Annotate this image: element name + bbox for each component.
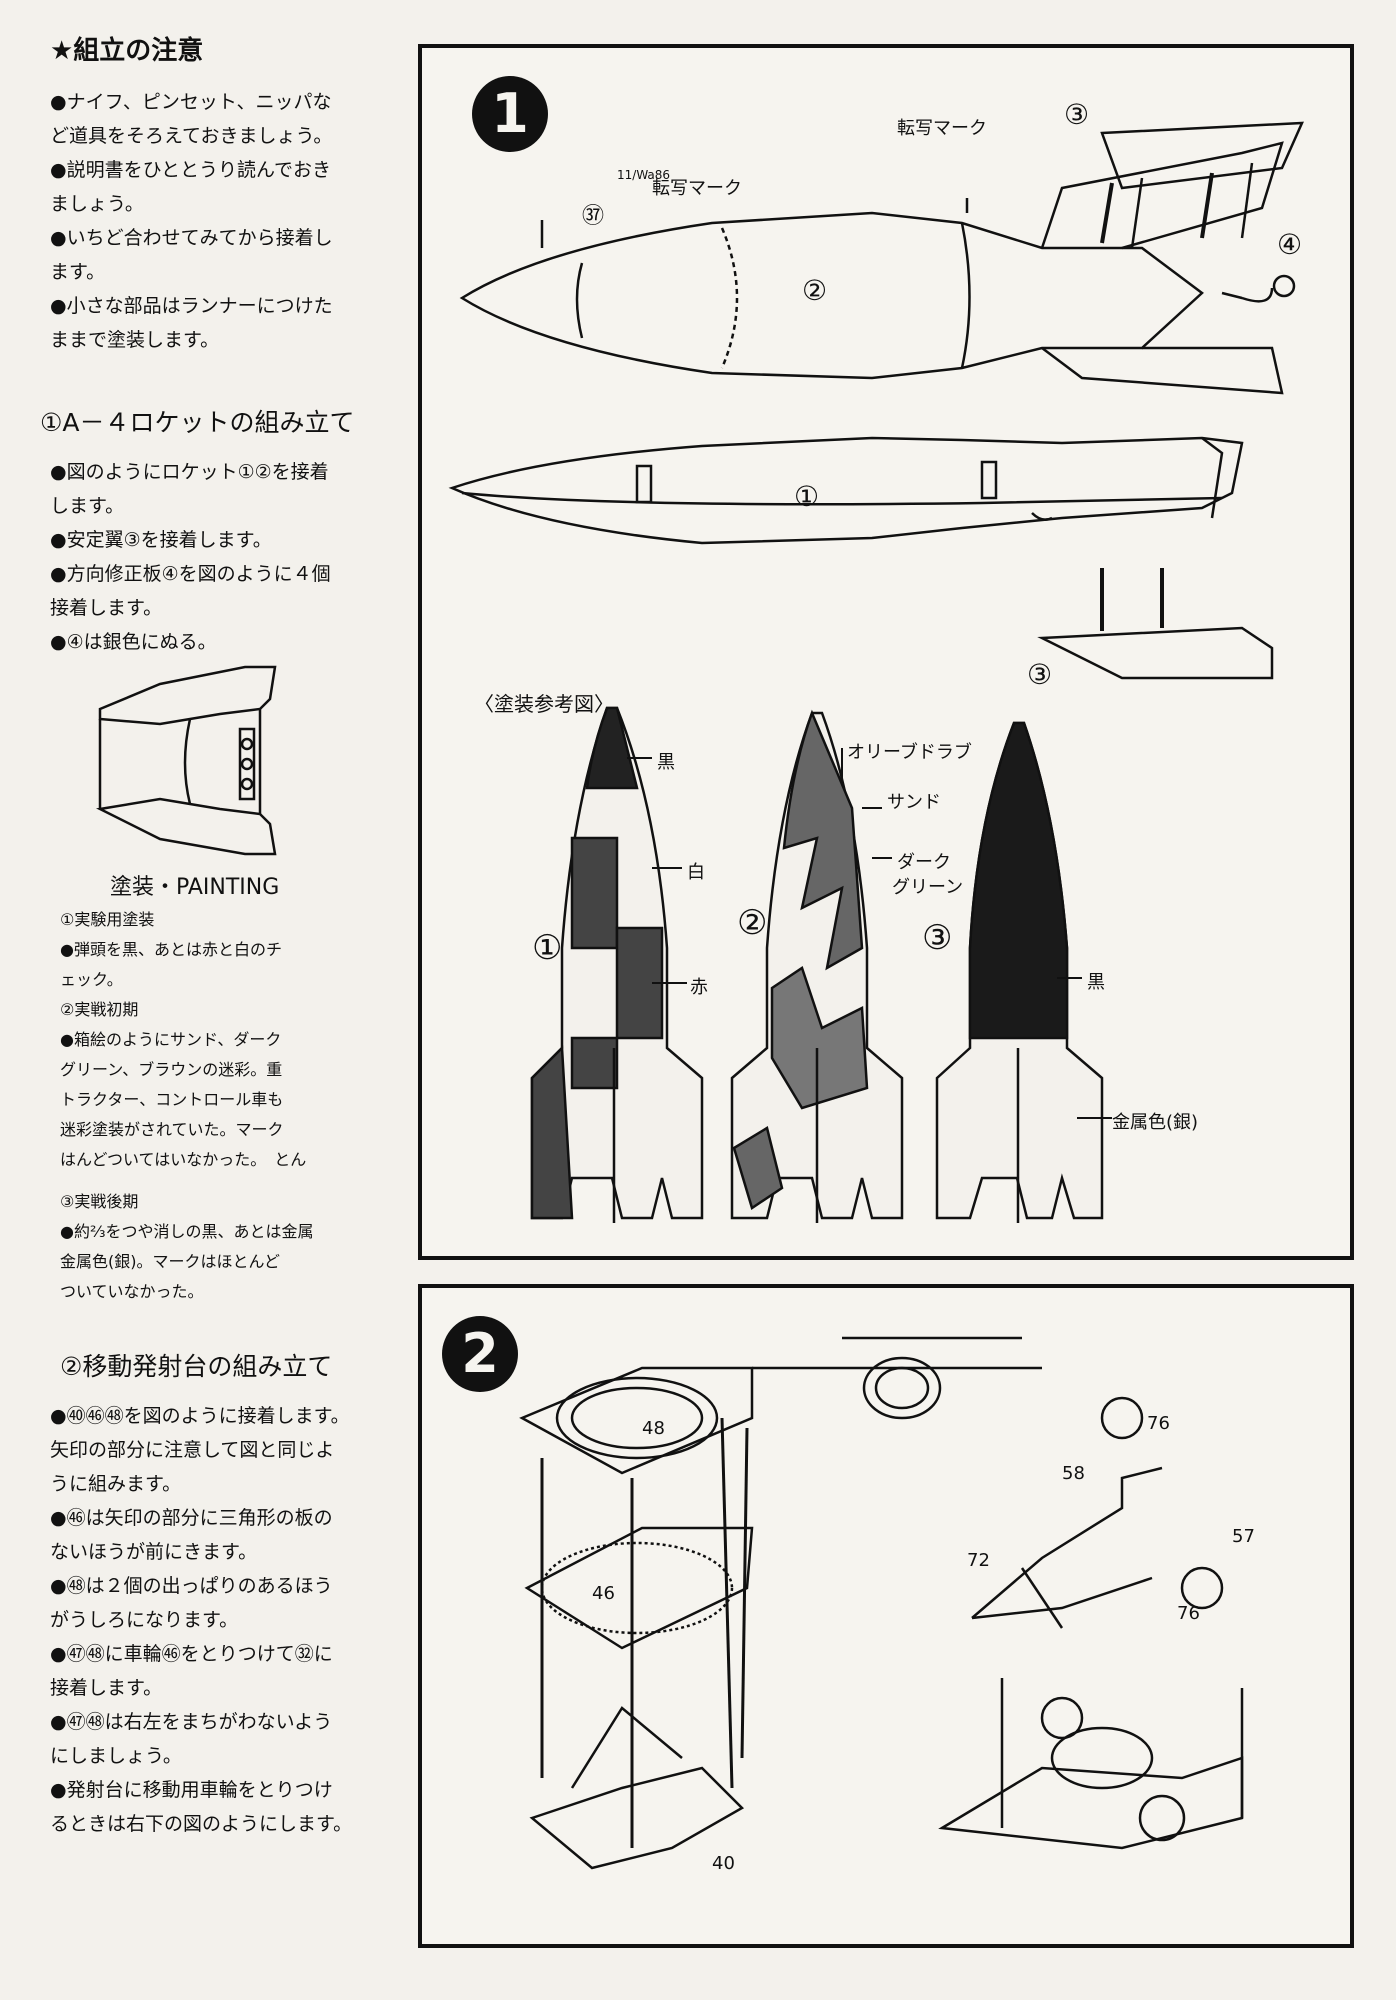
- variant-number-3: ③: [922, 918, 953, 958]
- part-number-3: ③: [1027, 658, 1053, 691]
- painting-line: ●箱絵のようにサンド、ダーク: [60, 1030, 282, 1049]
- step-line: ないほうが前にきます。: [50, 1541, 258, 1563]
- note-line: ままで塗装します。: [50, 329, 220, 351]
- step-line: します。: [50, 495, 125, 517]
- part-46-label: 46: [592, 1583, 615, 1604]
- color-label-red: 赤: [690, 977, 708, 998]
- assembly-notes: ●ナイフ、ピンセット、ニッパな ど道具をそろえておきましょう。 ●説明書をひとと…: [40, 85, 415, 357]
- color-label-dark: ダーク: [897, 852, 951, 873]
- note-line: ●ナイフ、ピンセット、ニッパな: [50, 91, 332, 113]
- variant-number-1: ①: [532, 928, 563, 968]
- painting-notes: 塗装・PAINTING ①実験用塗装 ●弾頭を黒、あとは赤と白のチ ェック。 ②…: [40, 869, 415, 1307]
- step-line: ●方向修正板④を図のように４個: [50, 563, 331, 585]
- color-label-green: グリーン: [892, 877, 964, 898]
- decal-code: 11/Wa86: [617, 168, 671, 182]
- part-40-label: 40: [712, 1853, 735, 1874]
- step-line: ●④は銀色にぬる。: [50, 631, 217, 653]
- tail-section-drawing: [96, 665, 277, 856]
- step-line: ●㊽は２個の出っぱりのあるほう: [50, 1575, 333, 1597]
- tail-diagram: [40, 659, 415, 869]
- painting-line: 金属色(銀)。マークはほとんど: [60, 1252, 281, 1271]
- part-number-4: ④: [1277, 228, 1303, 261]
- part-76-label: 76: [1147, 1413, 1170, 1434]
- section2-steps: ●㊵㊻㊽を図のように接着します。 矢印の部分に注意して図と同じよ うに組みます。…: [40, 1399, 415, 1841]
- variant-number-2: ②: [737, 903, 768, 943]
- painting-reference-title: 〈塗装参考図〉: [474, 692, 614, 716]
- painting-line: ①実験用塗装: [60, 910, 155, 929]
- part-number-1: ①: [794, 480, 820, 513]
- step-line: ●発射台に移動用車輪をとりつけ: [50, 1779, 333, 1801]
- step-line: 接着します。: [50, 597, 163, 619]
- painting-line: トラクター、コントロール車も: [60, 1090, 284, 1109]
- step-line: ●㊼㊽は右左をまちがわないよう: [50, 1711, 333, 1733]
- painting-line: はんどついてはいなかった。 とん: [60, 1150, 307, 1169]
- part-76-label: 76: [1177, 1603, 1200, 1624]
- color-label-metal-silver: 金属色(銀): [1112, 1112, 1199, 1133]
- color-label-white: 白: [687, 862, 705, 883]
- color-label-sand: サンド: [887, 792, 941, 813]
- painting-line: ついていなかった。: [60, 1282, 204, 1301]
- painting-title: 塗装・PAINTING: [110, 875, 280, 900]
- painting-line: ③実戦後期: [60, 1192, 139, 1211]
- step-number-badge: 1: [472, 76, 548, 152]
- painting-line: 迷彩塗装がされていた。マーク: [60, 1120, 284, 1139]
- step-line: 接着します。: [50, 1677, 163, 1699]
- transfer-mark-label: 転写マーク: [652, 178, 742, 199]
- step-line: ●安定翼③を接着します。: [50, 529, 272, 551]
- step-line: ●㊼㊽に車輪㊻をとりつけて㉜に: [50, 1643, 333, 1665]
- note-line: ましょう。: [50, 193, 144, 215]
- rocket-assembly-drawing: [448, 121, 1304, 1223]
- part-48-label: 48: [642, 1418, 665, 1439]
- step-line: うに組みます。: [50, 1473, 182, 1495]
- step-line: ●㊵㊻㊽を図のように接着します。: [50, 1405, 350, 1427]
- painting-line: [60, 1175, 415, 1187]
- color-label-black: 黒: [1087, 972, 1105, 993]
- note-line: ●いちど合わせてみてから接着し: [50, 227, 333, 249]
- decal-number: ㊲: [582, 204, 605, 229]
- color-label-black: 黒: [657, 752, 675, 773]
- painting-line: ●弾頭を黒、あとは赤と白のチ: [60, 940, 282, 959]
- color-label-olive-drab: オリーブドラブ: [847, 742, 972, 763]
- part-number-2: ②: [802, 274, 828, 307]
- section1-title: ①A－４ロケットの組み立て: [40, 408, 355, 437]
- part-58-label: 58: [1062, 1463, 1085, 1484]
- note-line: ます。: [50, 261, 106, 283]
- part-72-label: 72: [967, 1550, 990, 1571]
- painting-line: ェック。: [60, 970, 123, 989]
- note-line: ●説明書をひととうり読んでおき: [50, 159, 332, 181]
- transfer-mark-label: 転写マーク: [897, 118, 987, 139]
- step-line: ●図のようにロケット①②を接着: [50, 461, 329, 483]
- step-line: にしましょう。: [50, 1745, 182, 1767]
- section2-title: ②移動発射台の組み立て: [60, 1352, 333, 1381]
- part-57-label: 57: [1232, 1526, 1255, 1547]
- assembly-notes-title: ★組立の注意: [50, 36, 204, 66]
- part-number-3: ③: [1064, 98, 1090, 131]
- step2-panel: 2 48 46 40 76 76 58 57 72: [418, 1284, 1354, 1948]
- step-line: がうしろになります。: [50, 1609, 239, 1631]
- note-line: ど道具をそろえておきましょう。: [50, 125, 333, 147]
- instructions-column: ★組立の注意 ●ナイフ、ピンセット、ニッパな ど道具をそろえておきましょう。 ●…: [40, 30, 415, 1841]
- section1-steps: ●図のようにロケット①②を接着 します。 ●安定翼③を接着します。 ●方向修正板…: [40, 455, 415, 659]
- launch-platform-drawing: [519, 1336, 1244, 1870]
- step-line: ●㊻は矢印の部分に三角形の板の: [50, 1507, 333, 1529]
- step-line: 矢印の部分に注意して図と同じよ: [50, 1439, 335, 1461]
- painting-line: ②実戦初期: [60, 1000, 139, 1019]
- step-line: るときは右下の図のようにします。: [50, 1813, 353, 1835]
- step1-panel: 1 転写マーク 転写マーク ㊲ 11/Wa86 ② ① ③ ③ ④ 〈塗装参考図…: [418, 44, 1354, 1260]
- step-number-badge: 2: [442, 1316, 518, 1392]
- note-line: ●小さな部品はランナーにつけた: [50, 295, 333, 317]
- painting-line: ●約⅔をつや消しの黒、あとは金属: [60, 1222, 314, 1241]
- painting-line: グリーン、ブラウンの迷彩。重: [60, 1060, 283, 1079]
